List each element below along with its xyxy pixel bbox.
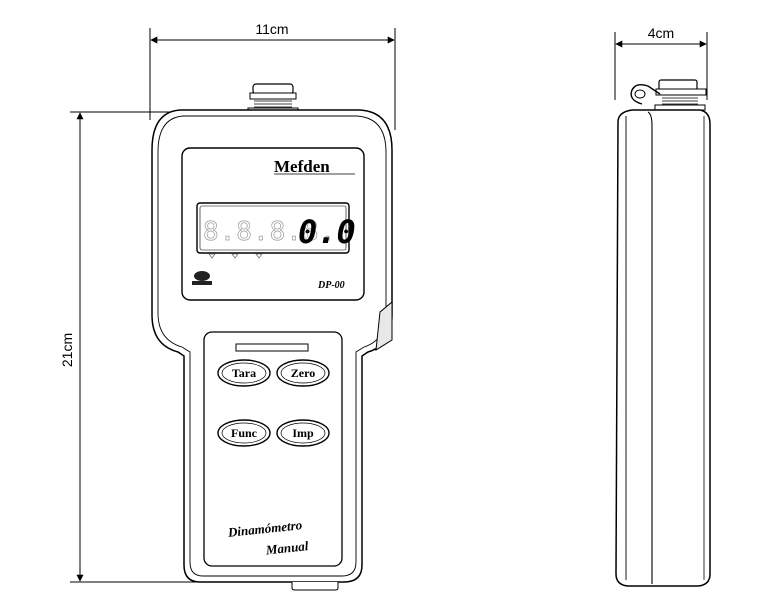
width-label: 11cm	[255, 21, 288, 37]
lcd-window	[196, 202, 350, 254]
side-body-outer	[615, 109, 711, 587]
imp-button-label: Imp	[292, 426, 314, 440]
imp-button[interactable]: Imp	[276, 419, 330, 447]
tara-button[interactable]: Tara	[217, 359, 271, 387]
panel-script-line2: Manual	[264, 538, 309, 558]
model-label: DP-00	[317, 280, 345, 291]
bottom-foot	[291, 582, 339, 591]
power-icon	[192, 271, 212, 285]
zero-button[interactable]: Zero	[276, 359, 330, 387]
indicator-slot	[235, 343, 309, 352]
device-front-view: Mefden 8.8.8.8. 0.0 DP-00 Tara	[151, 83, 393, 591]
height-label: 21cm	[59, 333, 75, 367]
device-body-inner	[157, 115, 387, 577]
tara-button-label: Tara	[232, 366, 256, 380]
top-connector	[247, 83, 299, 114]
zero-button-label: Zero	[291, 366, 315, 380]
device-side-view	[615, 79, 711, 587]
brand-logo: Mefden	[274, 157, 330, 176]
side-top-connector	[630, 79, 707, 111]
depth-dimension: 4cm	[614, 25, 708, 100]
lcd-ghost-digits: 8.8.8.8.	[203, 217, 336, 247]
width-dimension: 11cm	[149, 21, 396, 130]
keypad-panel	[203, 331, 343, 567]
func-button[interactable]: Func	[217, 419, 271, 447]
lcd-indicators	[208, 253, 263, 259]
side-clip	[375, 300, 393, 351]
lcd-reading: 0.0	[298, 213, 356, 251]
depth-label: 4cm	[648, 25, 674, 41]
func-button-label: Func	[231, 426, 258, 440]
